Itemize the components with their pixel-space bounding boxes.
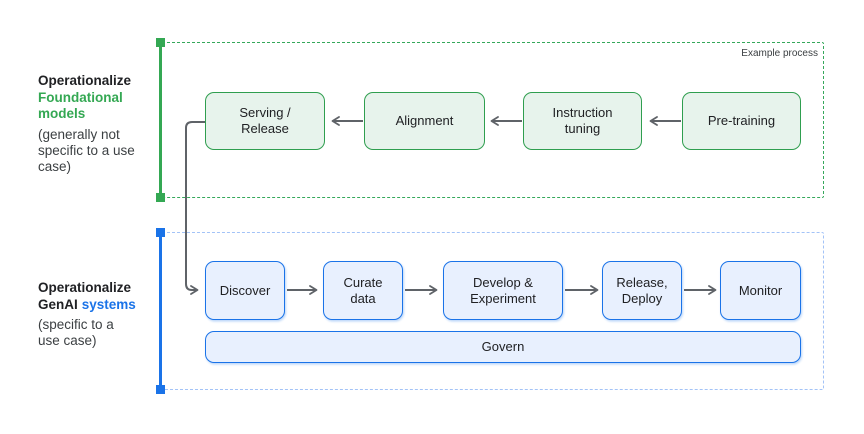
node-develop-experiment: Develop & Experiment [443, 261, 563, 320]
foundational-label-note: (generally not specific to a use case) [38, 126, 135, 174]
genai-section-frame [160, 232, 824, 390]
foundational-label-line1: Operationalize [38, 73, 132, 88]
node-govern: Govern [205, 331, 801, 363]
genai-label-note: (specific to a use case) [38, 317, 114, 348]
genai-accent-line [159, 232, 162, 390]
foundational-endcap-bottom [156, 193, 165, 202]
foundational-accent-line [159, 42, 162, 198]
foundational-label-highlight: Foundational models [38, 89, 123, 122]
example-process-label: Example process [741, 48, 818, 59]
foundational-endcap-top [156, 38, 165, 47]
node-alignment: Alignment [364, 92, 485, 150]
foundational-section-frame [160, 42, 824, 198]
genai-label-line2-black: GenAI [38, 296, 78, 312]
node-curate-data: Curate data [323, 261, 403, 320]
node-instruction-tuning: Instruction tuning [523, 92, 642, 150]
node-release-deploy: Release, Deploy [602, 261, 682, 320]
genai-label-line1: Operationalize [38, 280, 132, 295]
genai-endcap-bottom [156, 385, 165, 394]
genai-endcap-top [156, 228, 165, 237]
node-pre-training: Pre-training [682, 92, 801, 150]
genai-label-line2-highlight: systems [81, 296, 136, 312]
foundational-side-label: Operationalize Foundational models (gene… [38, 73, 150, 175]
node-serving-release: Serving / Release [205, 92, 325, 150]
node-discover: Discover [205, 261, 285, 320]
node-monitor: Monitor [720, 261, 801, 320]
